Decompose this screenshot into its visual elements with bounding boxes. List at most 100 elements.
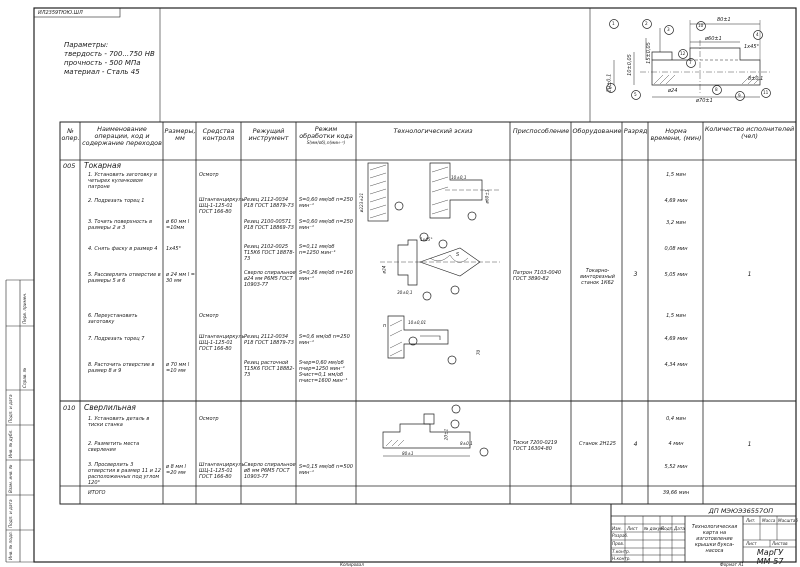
callout-2: 2 [645,21,648,26]
op2-step3: 3. Просверлить 3 отверстия в размер 11 и… [88,462,161,486]
op1-step4-size: 1x45° [166,246,182,252]
dim-width: 80±1 [717,17,731,23]
header-norm: Норма времени, (мин) [650,127,702,142]
param-hardness: твердость - 700...750 HB [64,50,155,58]
callout-12: 12 [680,51,686,56]
title-name: Технологическая карта на изготовление кр… [691,524,738,554]
callout-5: 5 [634,92,637,97]
callout-7: 7 [689,60,692,65]
op2-step1-time: 0,4 мин [666,416,686,422]
header-sizes: Размеры, мм [164,127,196,142]
op1-step1-time: 1,5 мин [666,172,686,178]
op1-step3: 3. Точить поверхность в размеры 2 и 3 [88,219,153,231]
op1-step5-mode: S=0,26 мм/об n=160 мин⁻¹ [299,270,353,282]
op2-step3-size: ø 8 мм l =20 мм [166,464,186,476]
sketch-spindle-n: n [383,323,387,329]
op1-title: Токарная [84,161,122,170]
sketch-hole-drilling [382,404,489,457]
op2-step1-control: Осмотр [199,416,219,422]
op1-workers: 1 [747,271,752,278]
margin-label-3: Инв. № дубл. [8,429,13,458]
op1-step2-tool: Резец 2112-0034 Р18 ГОСТ 18879-73 [244,197,294,209]
op1-step7: 7. Подрезать торец 7 [88,336,145,342]
op2-step3-mode: S=0,15 мм/об n=500 мин⁻¹ [299,464,353,476]
op1-step6-control: Осмотр [199,313,219,319]
op1-step3-size: ø 60 мм l =10мм [166,219,190,231]
callout-10: 10 [698,23,704,28]
margin-label-6: Инв. № подл. [8,531,13,560]
dim-holes: ø24 [668,88,678,94]
header-equipment: Оборудование [572,127,622,135]
sketch-dim-d4: 1x45° [420,237,433,242]
op1-step5-tool: Сверло спиральное ø24 мм Р6М5 ГОСТ 10903… [244,270,296,288]
callout-3: 3 [667,27,670,32]
sketch-dim-d6: 30±0,1 [397,290,413,295]
op1-step8: 8. Расточить отверстие в размер 8 и 9 [88,362,155,374]
dim-chamfer: 1x45° [744,44,760,50]
sketch-dim-d1: ø223±21 [359,192,365,213]
margin-label-1: Справ. № [22,367,27,388]
op1-equipment: Токарно-винторезный станок 1К62 [580,268,615,286]
total-label: ИТОГО [88,490,106,496]
params-title: Параметры: [64,41,109,49]
title-role-tcontrol: Т.контр. [612,549,631,554]
title-lit: Лит. [746,518,756,523]
param-material: материал - Сталь 45 [64,68,140,76]
title-mass: Масса [762,518,776,523]
sketch-dim-d7: 10±0,01 [408,320,427,325]
doc-code-box [33,7,121,18]
op1-step3-tool: Резец 2100-00571 Р18 ГОСТ 18869-73 [244,219,294,231]
sketch-dim-d11: 20±1 [443,428,449,441]
header-fixture: Приспособление [512,127,570,135]
sketch-dim-d9: 8±0,1 [460,441,473,446]
header-mode-label: Режим обработки кода [299,125,353,140]
callout-4: 4 [756,32,759,37]
title-scale: Масштаб [778,518,798,523]
params-block: Параметры: твердость - 700...750 HB проч… [64,41,155,77]
sketch-dim-d10: 80±1 [402,451,414,456]
callout-11: 11 [763,90,769,95]
op1-step4-time: 0,08 мин [664,246,688,252]
header-workers: Количество исполнителей (чел) [704,125,795,140]
op1-step7-time: 4,69 мин [664,336,688,342]
op2-equipment: Станок 2Н125 [579,441,616,447]
op1-step2-time: 4,69 мин [664,198,688,204]
op1-step1-control: Осмотр [199,172,219,178]
title-sheets: Листов [772,541,788,546]
op2-title: Сверлильная [84,403,136,412]
sketch-dim-d5: ø24 [381,265,387,274]
dim-right-step: 8±0,1 [748,76,764,82]
op1-rank: 3 [633,271,638,278]
title-row-doc: № докум. [644,526,665,531]
op2-num: 010 [63,404,76,412]
title-row-sign: Подп. [661,526,674,531]
dim-h1: 10±0,05 [626,54,633,76]
sketch-dim-d2: 10±0,1 [451,175,467,180]
op1-num: 005 [63,162,76,170]
title-row-date: Дата [674,526,685,531]
op1-step5-time: 5,05 мин [664,272,688,278]
op2-step2: 2. Разметить места сверления [88,441,140,453]
callout-9: 9 [738,93,741,98]
op1-step8-time: 4,34 мин [664,362,688,368]
op2-step2-time: 4 мин [668,441,684,447]
op1-step7-mode: S=0,6 мм/об n=250 мин⁻¹ [299,334,350,346]
op1-step2: 2. Подрезать торец 1 [88,198,145,204]
dim-pcd: ø70±1 [696,98,713,104]
op1-step5: 5. Рассверлить отверстие в размеры 5 и 6 [88,272,161,284]
op1-step8-mode: Sчер=0,60 мм/об nчер=1250 мин⁻¹ Sчист=0,… [299,360,348,384]
title-row-list: Лист [627,526,638,531]
op1-step2-control: Штангенциркуль ШЦ-1-125-01 ГОСТ 166-80 [199,197,245,215]
sketch-dim-d8: 70 [476,349,482,356]
op2-step3-control: Штангенциркуль ШЦ-1-125-01 ГОСТ 166-80 [199,462,245,480]
title-sheet: Лист [746,541,757,546]
op2-workers: 1 [747,441,752,448]
op1-step8-tool: Резец расточной Т15К6 ГОСТ 18882-73 [244,360,295,378]
op2-step3-time: 5,52 мин [664,464,688,470]
op1-step6: 6. Переустановить заготовку [88,313,138,325]
op1-step4-mode: S=0,11 мм/об n=1250 мин⁻¹ [299,244,336,256]
dim-bore: ø60±1 [705,36,722,42]
title-role-ncontrol: Н.контр. [612,556,631,561]
op1-step4-tool: Резец 2102-0025 Т15К6 ГОСТ 18878-73 [244,244,295,262]
doc-code: ИЛ2359TЮЮ.ШЛ [38,10,83,16]
